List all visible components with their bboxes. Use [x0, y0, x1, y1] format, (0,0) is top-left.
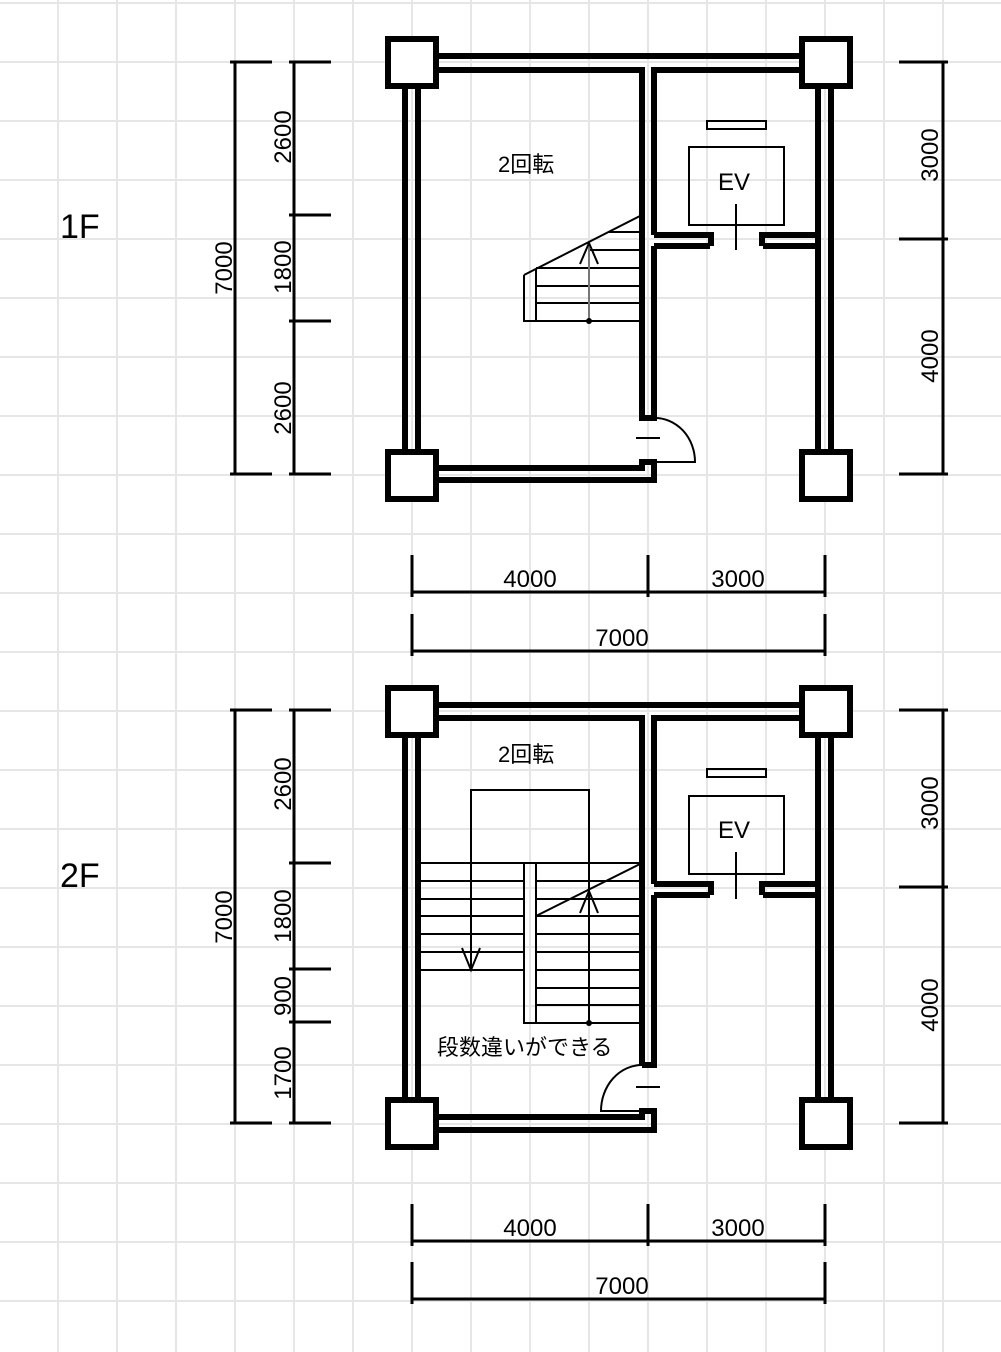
stair-1f	[523, 215, 641, 324]
dimension-right-1f	[899, 60, 948, 476]
dim-total-height: 7000	[211, 241, 238, 294]
exterior-walls-1f	[402, 53, 834, 483]
column-icon	[385, 36, 439, 89]
dim-segment: 1700	[270, 1046, 297, 1099]
step-count-note: 段数違いができる	[437, 1035, 613, 1060]
dim-segment: 2600	[270, 110, 297, 163]
elevator-label: EV	[718, 169, 750, 196]
dim-segment: 3000	[917, 128, 944, 181]
door-icon	[636, 416, 697, 463]
stair-label: 2回転	[498, 152, 554, 177]
dim-segment: 1800	[270, 889, 297, 942]
column-icon	[799, 1097, 853, 1150]
floor-label-2f: 2F	[60, 857, 100, 895]
dim-total-height: 7000	[211, 890, 238, 943]
column-icon	[385, 1097, 439, 1150]
dim-segment: 4000	[917, 329, 944, 382]
stair-label: 2回転	[498, 742, 554, 767]
door-icon	[599, 1064, 660, 1112]
dimension-bottom-2f	[410, 1204, 827, 1304]
dimension-left-1f	[230, 60, 331, 476]
stair-2f	[420, 789, 641, 1026]
dim-segment: 3000	[711, 566, 764, 593]
elevator-label: EV	[718, 817, 750, 844]
dim-segment: 2600	[270, 757, 297, 810]
dim-segment: 900	[270, 976, 297, 1016]
dim-segment: 4000	[917, 978, 944, 1031]
dim-total-width: 7000	[595, 625, 648, 652]
column-icon	[385, 449, 439, 502]
exterior-walls-2f	[402, 702, 834, 1133]
elevator-2f: EV	[688, 768, 785, 899]
dim-segment: 1800	[270, 240, 297, 293]
dimension-left-2f	[230, 708, 331, 1125]
dim-total-width: 7000	[595, 1273, 648, 1300]
column-icon	[799, 36, 853, 89]
dimension-right-2f	[899, 708, 948, 1125]
floor-label-1f: 1F	[60, 208, 100, 246]
dim-segment: 4000	[503, 566, 556, 593]
dimension-bottom-1f	[410, 555, 827, 656]
column-icon	[385, 685, 439, 738]
column-icon	[799, 449, 853, 502]
floor-2f: 2F EV	[60, 685, 948, 1304]
dim-segment: 3000	[917, 776, 944, 829]
dim-segment: 3000	[711, 1215, 764, 1242]
dim-segment: 4000	[503, 1215, 556, 1242]
dim-segment: 2600	[270, 381, 297, 434]
elevator-1f: EV	[688, 120, 785, 250]
column-icon	[799, 685, 853, 738]
floor-1f: 1F	[60, 36, 948, 656]
